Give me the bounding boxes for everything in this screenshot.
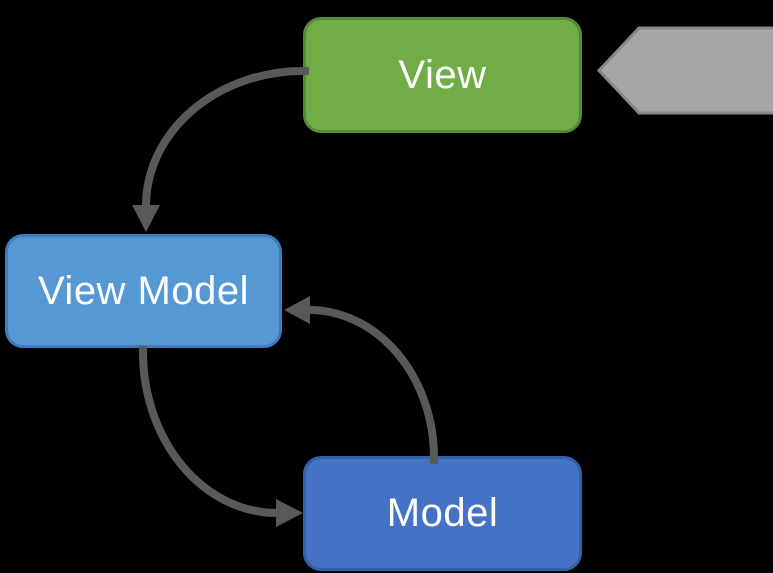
view-node-label: View — [398, 52, 487, 97]
arrowhead-down-icon — [132, 205, 160, 232]
connector-view-to-viewmodel-line — [142, 67, 309, 207]
connector-viewmodel-to-model-line — [139, 346, 278, 517]
model-node-label: Model — [386, 491, 499, 535]
arrowhead-right-icon — [276, 499, 303, 527]
connector-view-to-viewmodel — [132, 67, 309, 232]
connector-model-to-viewmodel-line — [308, 306, 438, 464]
action-tag: Action — [626, 28, 773, 113]
connector-viewmodel-to-model — [139, 346, 303, 527]
view-node: View — [303, 17, 582, 133]
model-node: Model — [303, 456, 582, 571]
view-model-node-label: View Model — [37, 268, 250, 313]
connector-model-to-viewmodel — [284, 296, 438, 464]
action-tag-label: Action — [642, 48, 757, 92]
view-model-node: View Model — [5, 234, 282, 348]
arrowhead-left-icon — [284, 296, 310, 324]
